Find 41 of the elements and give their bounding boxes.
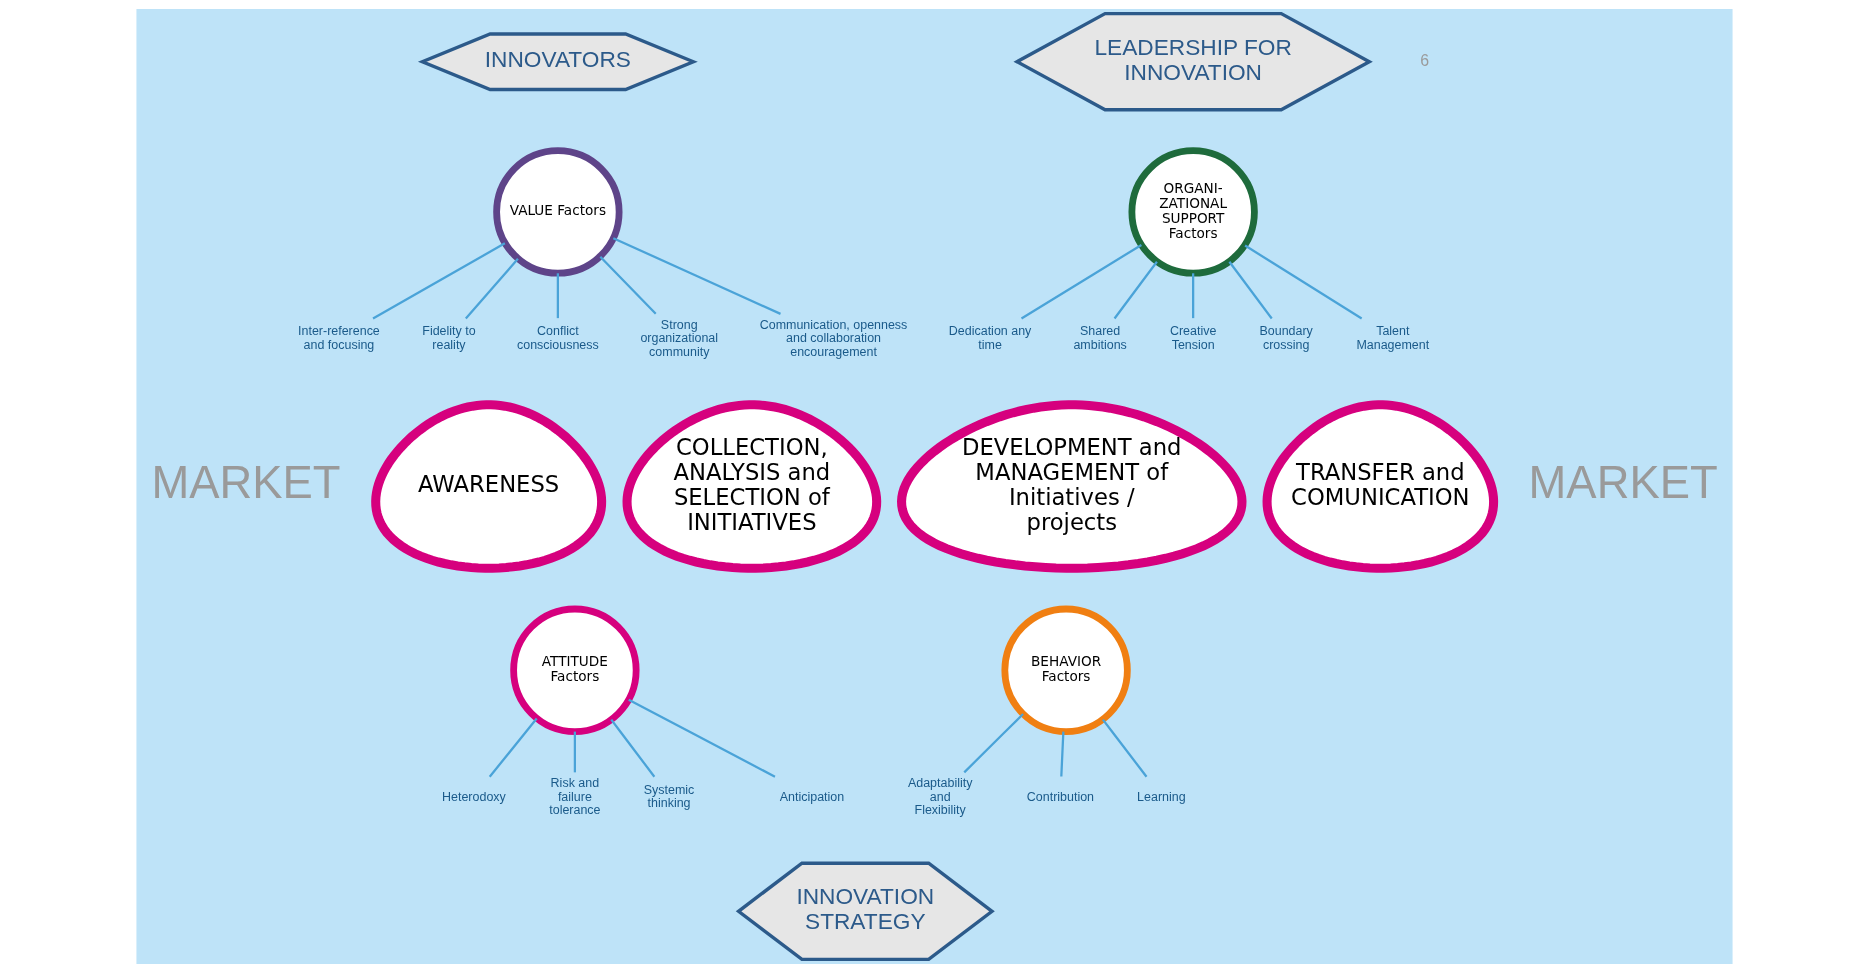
label: MARKET xyxy=(150,456,340,508)
connector xyxy=(599,255,657,314)
connector xyxy=(1059,731,1064,776)
connector xyxy=(371,241,505,319)
connector xyxy=(1227,260,1273,319)
node-text: Risk and failure tolerance xyxy=(548,775,601,817)
node-circle: ATTITUDE Factors xyxy=(509,605,640,735)
connector xyxy=(962,712,1024,773)
connector xyxy=(464,257,519,319)
connector xyxy=(1020,243,1142,320)
connector xyxy=(1244,244,1362,319)
node-text: Talent Management xyxy=(1355,323,1429,352)
node-text: Creative Tension xyxy=(1169,323,1216,352)
node-circle: BEHAVIOR Factors xyxy=(1000,605,1131,735)
node-text: Boundary crossing xyxy=(1258,323,1313,352)
node-text: Communication, openness and collaboration encouragement xyxy=(759,317,907,359)
node-text: Systemic thinking xyxy=(643,782,694,810)
connector xyxy=(488,717,538,777)
node-text: Contribution xyxy=(1026,789,1094,804)
node-text: Anticipation xyxy=(779,789,844,804)
label: MARKET xyxy=(1528,456,1718,508)
node-text: Adaptability and Flexibility xyxy=(907,775,972,817)
connector xyxy=(1101,718,1147,777)
node-text: Inter-reference and focusing xyxy=(297,323,380,352)
node-text: Learning xyxy=(1136,789,1186,804)
node-text: Conflict consciousness xyxy=(516,323,599,352)
connector xyxy=(612,236,781,315)
connector xyxy=(573,731,576,772)
node-circle: ORGANI- ZATIONAL SUPPORT Factors xyxy=(1128,146,1258,277)
connector xyxy=(609,718,655,777)
node-text: Strong organizational community xyxy=(639,317,718,359)
connector xyxy=(1191,272,1194,318)
node-text: Heterodoxy xyxy=(441,789,506,804)
connector xyxy=(556,272,559,318)
node-text: Fidelity to reality xyxy=(421,323,476,352)
connector xyxy=(1113,260,1158,319)
node-text: Dedication any time xyxy=(948,323,1031,352)
label: 6 xyxy=(1419,51,1429,69)
node-text: Shared ambitions xyxy=(1072,323,1127,352)
node-circle: VALUE Factors xyxy=(492,146,623,277)
connector xyxy=(627,698,775,778)
